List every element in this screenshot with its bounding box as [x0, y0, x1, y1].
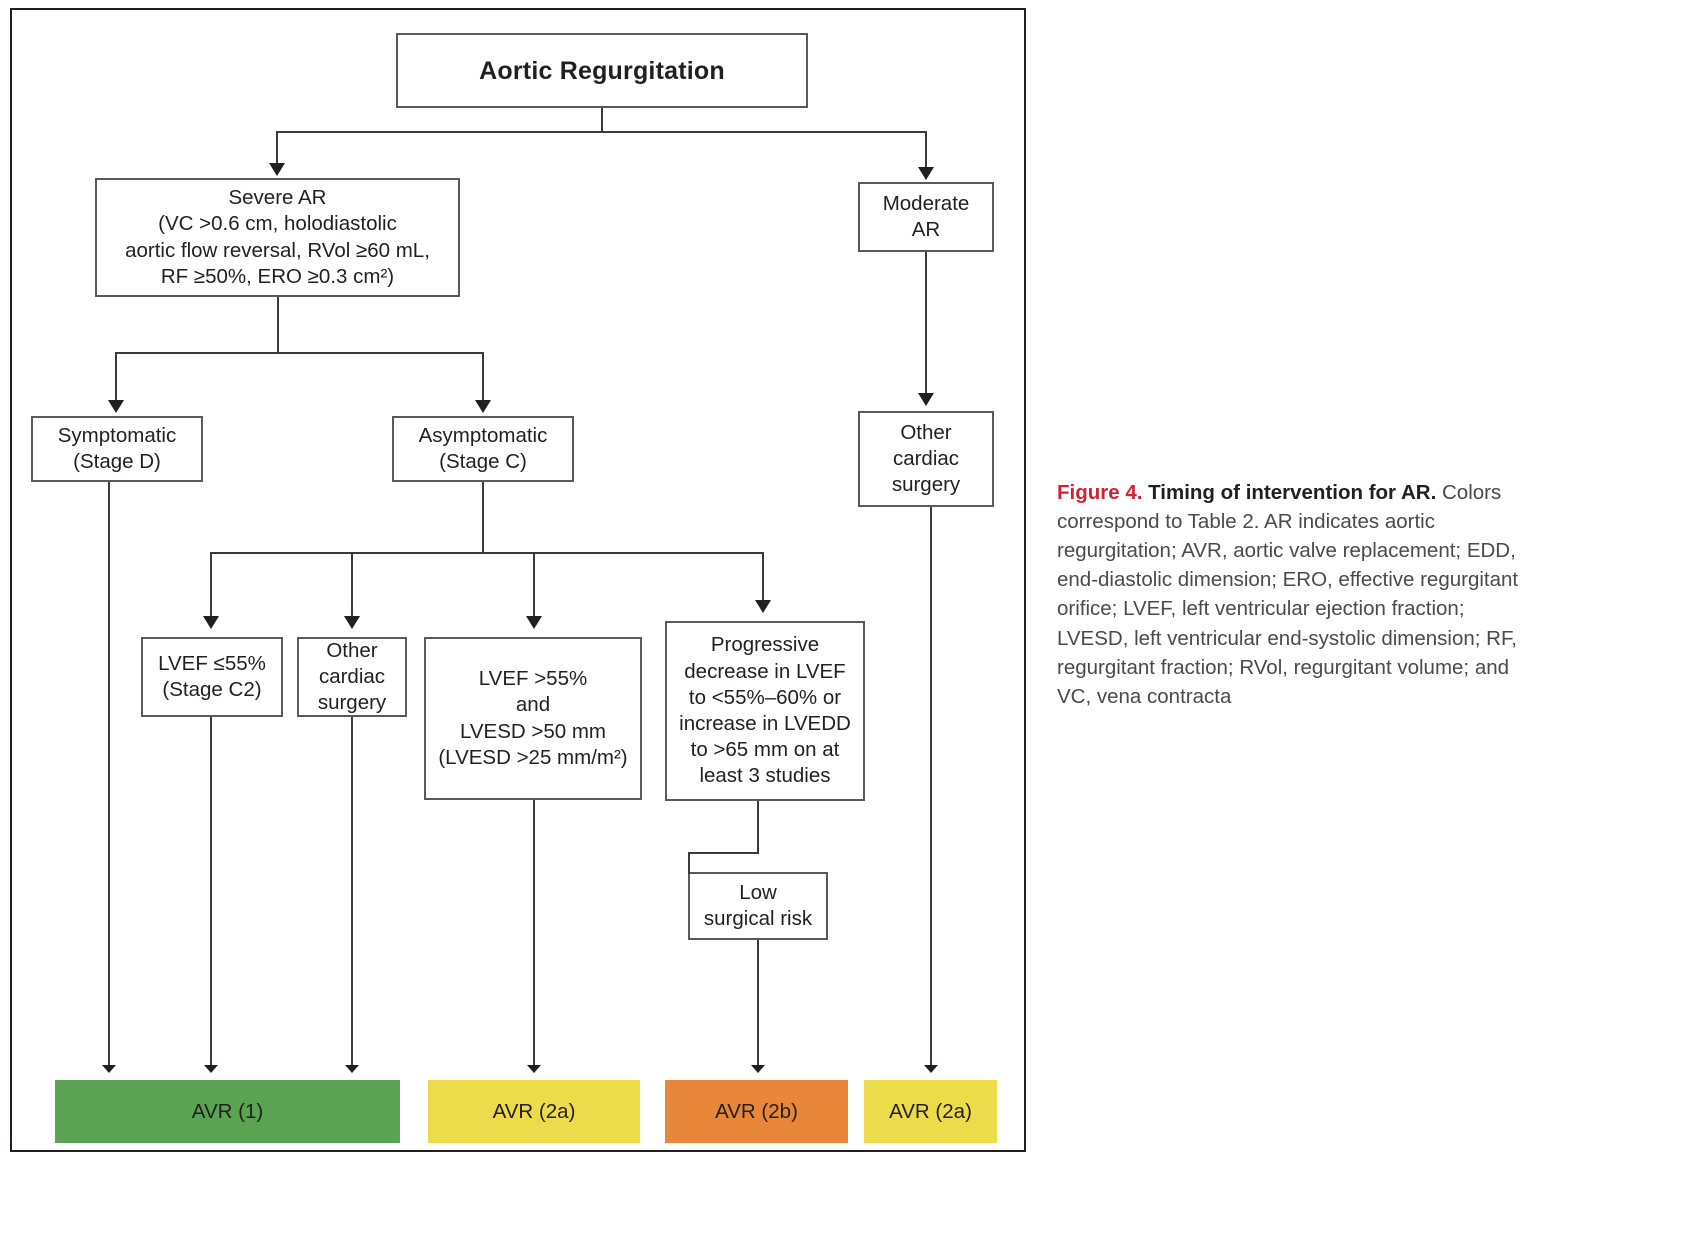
edge-other-surgery-mid-to-avr1: [351, 717, 353, 1067]
edge-asym-to-other-surgery-mid: [351, 552, 353, 618]
node-lvef-55-or-less: LVEF ≤55% (Stage C2): [141, 637, 283, 717]
edge-low-risk-to-avr2b: [757, 940, 759, 1067]
node-other-cardiac-surgery-mid: Other cardiac surgery: [297, 637, 407, 717]
edge-lvef-low-to-avr1: [210, 717, 212, 1067]
edge-root-to-moderate: [925, 131, 927, 169]
arrowhead-asymptomatic: [475, 400, 491, 413]
edge-lvef-high-to-avr2a: [533, 800, 535, 1067]
node-asymptomatic-stage-c: Asymptomatic (Stage C): [392, 416, 574, 482]
edge-root-stem: [601, 108, 603, 132]
arrowhead-avr1-from-other-surgery: [345, 1065, 359, 1073]
arrowhead-avr1-from-lvef-low: [204, 1065, 218, 1073]
edge-root-to-severe: [276, 131, 278, 165]
edge-other-surgery-right-to-avr2a: [930, 507, 932, 1067]
edge-asymptomatic-stem: [482, 482, 484, 553]
edge-moderate-to-other-surgery: [925, 252, 927, 395]
edge-asymptomatic-bus: [210, 552, 762, 554]
node-severe-ar: Severe AR (VC >0.6 cm, holodiastolic aor…: [95, 178, 460, 297]
edge-low-risk-drop: [688, 852, 690, 874]
figure-caption: Figure 4. Timing of intervention for AR.…: [1057, 478, 1537, 711]
arrowhead-other-cardiac-surgery-right: [918, 393, 934, 406]
node-progressive-decrease: Progressive decrease in LVEF to <55%–60%…: [665, 621, 865, 801]
arrowhead-progressive: [755, 600, 771, 613]
edge-severe-to-asymptomatic: [482, 352, 484, 402]
edge-root-bus: [276, 131, 926, 133]
figure-abbreviations: Colors correspond to Table 2. AR indicat…: [1057, 481, 1519, 708]
figure-number: Figure 4.: [1057, 481, 1143, 504]
outcome-avr-2b: AVR (2b): [665, 1080, 848, 1143]
node-aortic-regurgitation: Aortic Regurgitation: [396, 33, 808, 108]
arrowhead-symptomatic: [108, 400, 124, 413]
node-low-surgical-risk: Low surgical risk: [688, 872, 828, 940]
edge-asym-to-progressive: [762, 552, 764, 602]
outcome-avr-2a-left: AVR (2a): [428, 1080, 640, 1143]
arrowhead-lvef-55-or-less: [203, 616, 219, 629]
edge-severe-stem: [277, 297, 279, 353]
edge-severe-to-symptomatic: [115, 352, 117, 402]
edge-progressive-to-low-risk: [757, 801, 759, 853]
arrowhead-avr2a-left: [527, 1065, 541, 1073]
arrowhead-avr2b: [751, 1065, 765, 1073]
arrowhead-severe-ar: [269, 163, 285, 176]
outcome-avr-1: AVR (1): [55, 1080, 400, 1143]
arrowhead-other-cardiac-surgery-mid: [344, 616, 360, 629]
node-other-cardiac-surgery-right: Other cardiac surgery: [858, 411, 994, 507]
arrowhead-lvef-above-55: [526, 616, 542, 629]
outcome-avr-2a-right: AVR (2a): [864, 1080, 997, 1143]
arrowhead-avr2a-right: [924, 1065, 938, 1073]
arrowhead-moderate-ar: [918, 167, 934, 180]
edge-severe-bus: [115, 352, 483, 354]
arrowhead-avr1-from-symptomatic: [102, 1065, 116, 1073]
figure-title: Timing of intervention for AR.: [1148, 481, 1437, 504]
edge-asym-to-lvef-high: [533, 552, 535, 618]
edge-asym-to-lvef-low: [210, 552, 212, 618]
node-moderate-ar: Moderate AR: [858, 182, 994, 252]
node-lvef-above-55: LVEF >55% and LVESD >50 mm (LVESD >25 mm…: [424, 637, 642, 800]
edge-symptomatic-to-avr1: [108, 482, 110, 1067]
edge-low-risk-bus: [688, 852, 759, 854]
node-symptomatic-stage-d: Symptomatic (Stage D): [31, 416, 203, 482]
